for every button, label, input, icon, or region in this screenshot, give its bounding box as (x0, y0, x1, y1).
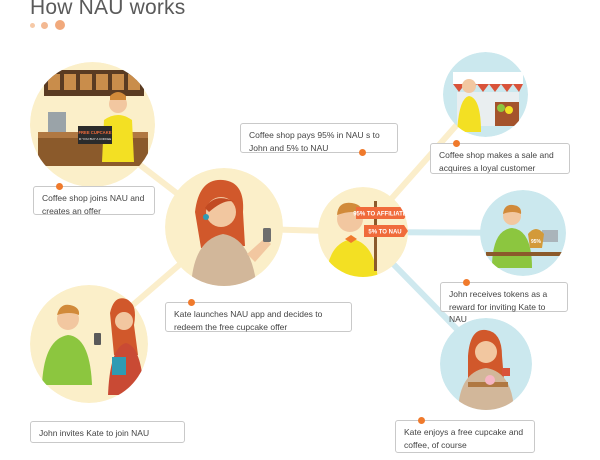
step-text: Coffee shop joins NAU and creates an off… (42, 193, 145, 216)
step-marker (56, 183, 63, 190)
step-marker (463, 279, 470, 286)
step-card-shop-sale: Coffee shop makes a sale and acquires a … (430, 140, 570, 174)
step-marker (418, 417, 425, 424)
kate-phone-illustration (165, 168, 283, 286)
step-text: Coffee shop makes a sale and acquires a … (439, 150, 554, 173)
step-marker (453, 140, 460, 147)
step-card-coffee-shop-joins: Coffee shop joins NAU and creates an off… (33, 183, 155, 216)
step-card-john-tokens: John receives tokens as a reward for inv… (440, 279, 568, 324)
sign-line-1: FREE CUPCAKE (78, 130, 111, 135)
step-marker (188, 299, 195, 306)
step-card-shop-pays: Coffee shop pays 95% in NAU s to John an… (240, 123, 398, 156)
storefront-illustration (443, 52, 528, 137)
john-tokens-illustration: 95% (480, 190, 566, 276)
john-kate-invite-illustration (30, 285, 148, 403)
step-card-john-invites: John invites Kate to join NAU (30, 421, 185, 443)
step-text: Kate launches NAU app and decides to red… (174, 309, 323, 332)
bag-label: 95% (531, 239, 542, 245)
step-text: John invites Kate to join NAU (39, 428, 150, 438)
coffee-shop-illustration: FREE CUPCAKE IF YOU BUY A COFFEE (30, 62, 155, 187)
kate-cupcake-illustration (440, 318, 532, 410)
sign-line-2: IF YOU BUY A COFFEE (79, 137, 111, 141)
john-signs-illustration: 95% TO AFFILIATE 5% TO NAU (318, 187, 408, 277)
step-text: John receives tokens as a reward for inv… (449, 289, 548, 324)
affiliate-sign-text: 95% TO AFFILIATE (353, 212, 407, 218)
step-marker (359, 149, 366, 156)
step-text: Coffee shop pays 95% in NAU s to John an… (249, 130, 380, 153)
step-card-kate-enjoys: Kate enjoys a free cupcake and coffee, o… (395, 417, 535, 453)
page-title: How NAU works (30, 0, 186, 19)
nau-sign-text: 5% TO NAU (368, 230, 401, 236)
step-card-kate-launches: Kate launches NAU app and decides to red… (165, 299, 352, 332)
step-text: Kate enjoys a free cupcake and coffee, o… (404, 427, 524, 450)
